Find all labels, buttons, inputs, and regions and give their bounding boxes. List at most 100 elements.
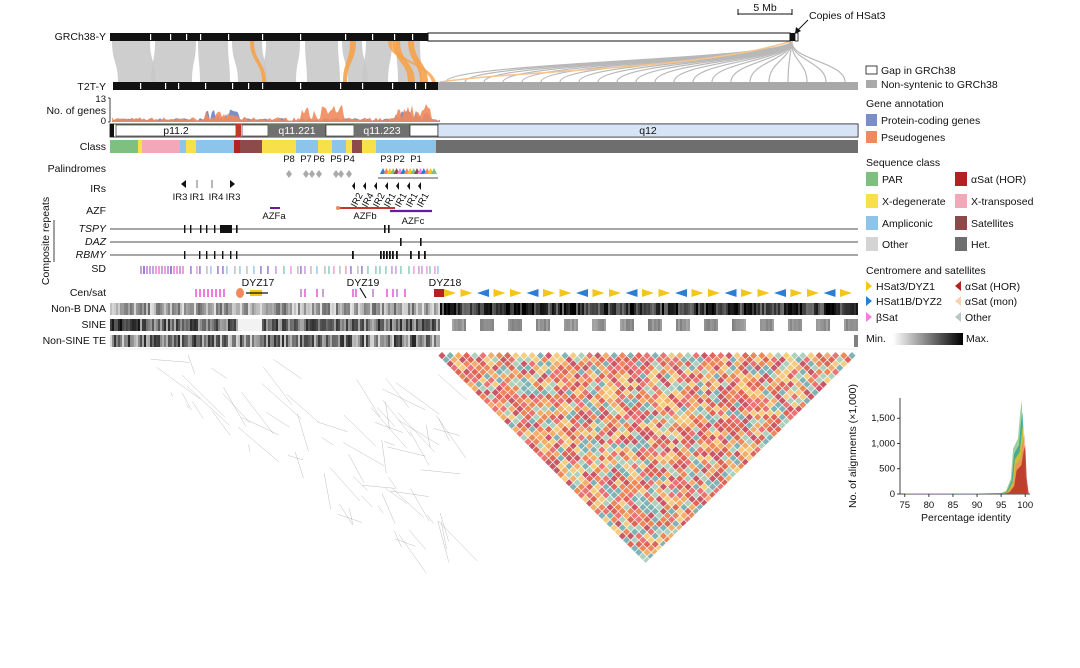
heatmap-cell (713, 511, 721, 520)
heatmap-cell (865, 401, 872, 408)
label-nonsine: Non-SINE TE (43, 335, 106, 347)
non-sine-te-bin (408, 335, 410, 347)
heatmap-speckle (126, 464, 155, 476)
non-sine-te-bin (116, 335, 118, 347)
heatmap-cell (741, 524, 749, 532)
heatmap-speckle (150, 359, 190, 363)
non-b-dna-bin (766, 303, 768, 315)
non-b-dna-bin (460, 303, 462, 315)
heatmap-speckle (438, 520, 478, 562)
hsat3-block (460, 289, 473, 297)
sd-block (375, 266, 377, 274)
non-b-dna-bin (820, 303, 822, 315)
non-b-dna-bin (354, 303, 356, 315)
heatmap-cell (676, 516, 684, 524)
non-sine-te-bin (164, 335, 166, 347)
non-sine-te-bin (398, 335, 400, 347)
heatmap-cell (717, 491, 725, 499)
sine-bin (404, 319, 406, 331)
legend-gene-heading: Gene annotation (866, 98, 944, 110)
sine-bin (454, 319, 456, 331)
heatmap-cell (902, 373, 909, 380)
non-b-dna-bin (430, 303, 432, 315)
non-sine-te-bin (212, 335, 214, 347)
non-sine-te-bin (854, 335, 856, 347)
non-sine-te-bin (396, 335, 398, 347)
non-b-dna-bin (488, 303, 490, 315)
label-sd: SD (91, 263, 106, 275)
hsat3-annotation-label: Copies of HSat3 (809, 10, 886, 22)
heatmap-cell (651, 524, 659, 532)
heatmap-cell (725, 515, 733, 524)
heatmap-cell (741, 516, 749, 524)
tspy-copy (388, 225, 390, 233)
sine-bin (390, 319, 392, 331)
non-b-dna-bin (272, 303, 274, 315)
non-sine-te-bin (204, 335, 206, 347)
heatmap-cell (791, 475, 799, 483)
heatmap-cell (898, 377, 905, 384)
sine-bin (414, 319, 416, 331)
legend-cen-heading: Centromere and satellites (866, 265, 986, 277)
heatmap-cell (791, 442, 799, 450)
non-b-dna-bin (776, 303, 778, 315)
non-sine-te-bin (418, 335, 420, 347)
non-sine-te-bin (270, 335, 272, 347)
sine-bin (482, 319, 484, 331)
azf-track: AZFa AZFb AZFc (262, 206, 432, 227)
sine-bin (570, 319, 572, 331)
non-sine-te-bin (208, 335, 210, 347)
rbmy-copy (199, 251, 201, 259)
sine-bin (766, 319, 768, 331)
class-segment-xdeg (346, 140, 352, 153)
non-b-dna-bin (690, 303, 692, 315)
heatmap-cell (717, 499, 725, 507)
heatmap-speckle (187, 355, 195, 374)
heatmap-cell (786, 479, 795, 487)
heatmap-cell (906, 352, 913, 359)
non-sine-te-bin (298, 335, 300, 347)
heatmap-cell (717, 532, 725, 540)
sd-block (350, 266, 352, 274)
heatmap-cell (647, 528, 655, 536)
non-b-dna-bin (646, 303, 648, 315)
sine-bin (424, 319, 426, 331)
heatmap-cell (803, 438, 811, 446)
heatmap-cell (750, 524, 758, 532)
heatmap-cell (729, 503, 737, 511)
non-b-dna-bin (676, 303, 678, 315)
heatmap-cell (869, 373, 876, 380)
legend-gap: Gap in GRCh38 (881, 65, 956, 77)
non-sine-te-bin (214, 335, 216, 347)
rbmy-copy (230, 251, 232, 259)
non-b-dna-bin (724, 303, 726, 315)
heatmap-cell (922, 352, 929, 359)
non-b-dna-bin (506, 303, 508, 315)
non-b-dna-bin (800, 303, 802, 315)
non-sine-te-bin (306, 335, 308, 347)
gene-density-track (108, 97, 440, 123)
sine-bin (716, 319, 718, 331)
synteny-ribbon-inverted (250, 41, 266, 82)
heatmap-cell (832, 417, 840, 425)
sine-bin (386, 319, 388, 331)
heatmap-cell (688, 552, 696, 561)
sine-track (110, 319, 858, 331)
heatmap-cell (672, 585, 680, 593)
sine-bin (490, 319, 492, 331)
sine-bin (284, 319, 286, 331)
sine-bin (464, 319, 466, 331)
sine-bin (400, 319, 402, 331)
ir-label-ir3-b: IR3 (226, 192, 241, 203)
non-b-dna-bin (708, 303, 710, 315)
heatmap-cell (684, 581, 692, 589)
sd-block (161, 266, 163, 274)
non-b-dna-bin (742, 303, 744, 315)
heatmap-cell (823, 401, 831, 409)
sine-bin (160, 319, 162, 331)
sine-bin (538, 319, 540, 331)
non-b-dna-bin (850, 303, 852, 315)
heatmap-cell (655, 552, 663, 561)
tspy-copy (190, 225, 192, 233)
tspy-copy (206, 225, 208, 233)
